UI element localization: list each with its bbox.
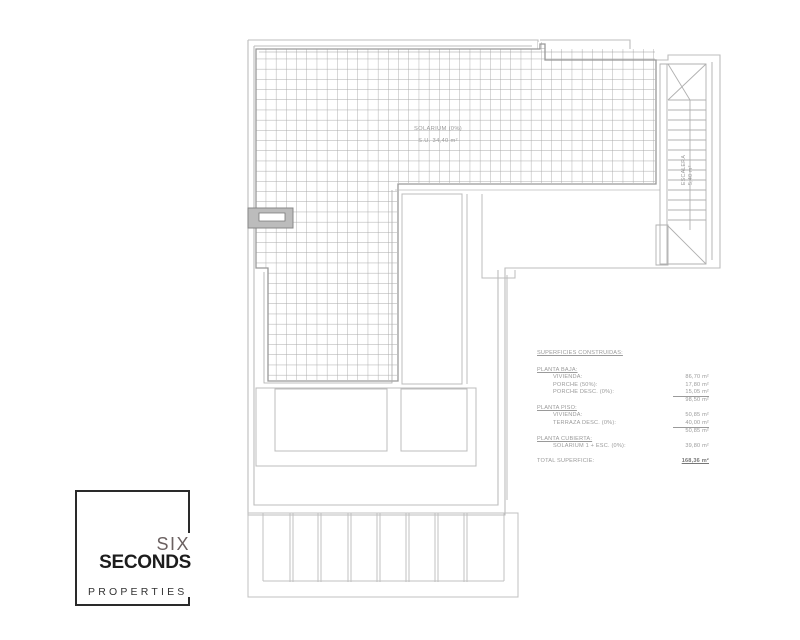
surface-table-header: SUPERFICIES CONSTRUIDAS:: [537, 350, 623, 356]
logo-seconds: SECONDS: [99, 552, 191, 573]
logo-frame-gap: [187, 533, 193, 597]
subtotal-row: 98,50 m²: [537, 396, 709, 404]
subtotal-value: 98,50 m²: [673, 396, 709, 404]
row-value: 86,70 m²: [685, 374, 709, 381]
row-label: VIVIENDA:: [553, 374, 583, 381]
subtotal-row: 50,85 m²: [537, 426, 709, 435]
surface-table: SUPERFICIES CONSTRUIDAS: PLANTA BAJA: VI…: [537, 350, 709, 466]
table-row: TERRAZA DESC. (0%): 40,00 m²: [537, 420, 709, 427]
central-void: [402, 194, 515, 500]
row-value: 50,85 m²: [685, 412, 709, 419]
section-title-roof: PLANTA CUBIERTA:: [537, 436, 593, 443]
table-row: PORCHE (50%): 17,80 m²: [537, 382, 709, 389]
skylight: [248, 208, 293, 228]
logo-properties: PROPERTIES: [88, 586, 188, 598]
row-label: VIVIENDA:: [553, 412, 583, 419]
row-value: 15,05 m²: [685, 388, 709, 395]
staircase: [656, 64, 706, 265]
six-seconds-logo: SIX SECONDS PROPERTIES: [75, 490, 193, 610]
total-label: TOTAL SUPERFICIE:: [537, 458, 595, 465]
total-row: TOTAL SUPERFICIE: 168,36 m²: [537, 458, 709, 465]
row-value: 40,00 m²: [685, 419, 709, 426]
row-value: 39,80 m²: [685, 443, 709, 450]
subtotal-value: 50,85 m²: [673, 426, 709, 435]
row-label: PORCHE (50%):: [553, 381, 598, 388]
solarium-area: S.U. 34,40 m²: [418, 138, 458, 144]
row-label: TERRAZA DESC. (0%):: [553, 419, 617, 426]
stairs-label: ESCALERA 5,40 m²: [681, 155, 695, 185]
total-value: 168,36 m²: [681, 458, 709, 465]
stairs-area: 5,40 m²: [688, 165, 694, 185]
pergola: [248, 513, 518, 597]
section-title-ground: PLANTA BAJA:: [537, 367, 578, 374]
stairs-name: ESCALERA: [681, 154, 687, 185]
row-label: SOLARIUM 1 + ESC. (0%):: [553, 443, 626, 450]
table-row: PORCHE DESC. (0%): 15,05 m²: [537, 389, 709, 396]
table-row: VIVIENDA: 86,70 m²: [537, 374, 709, 381]
lower-roof: [256, 388, 476, 466]
logo-six: SIX: [156, 534, 190, 554]
solarium-label: SOLARIUM (0%) S.U. 34,40 m²: [398, 123, 478, 147]
solarium-name: SOLARIUM (0%): [413, 126, 463, 132]
section-title-first: PLANTA PISO:: [537, 405, 577, 412]
table-row: VIVIENDA: 50,85 m²: [537, 412, 709, 419]
row-label: PORCHE DESC. (0%):: [553, 388, 615, 395]
solarium-tiles: [256, 42, 655, 380]
table-row: SOLARIUM 1 + ESC. (0%): 39,80 m²: [537, 443, 709, 450]
row-value: 17,80 m²: [685, 381, 709, 388]
solarium-border: [255, 43, 657, 382]
